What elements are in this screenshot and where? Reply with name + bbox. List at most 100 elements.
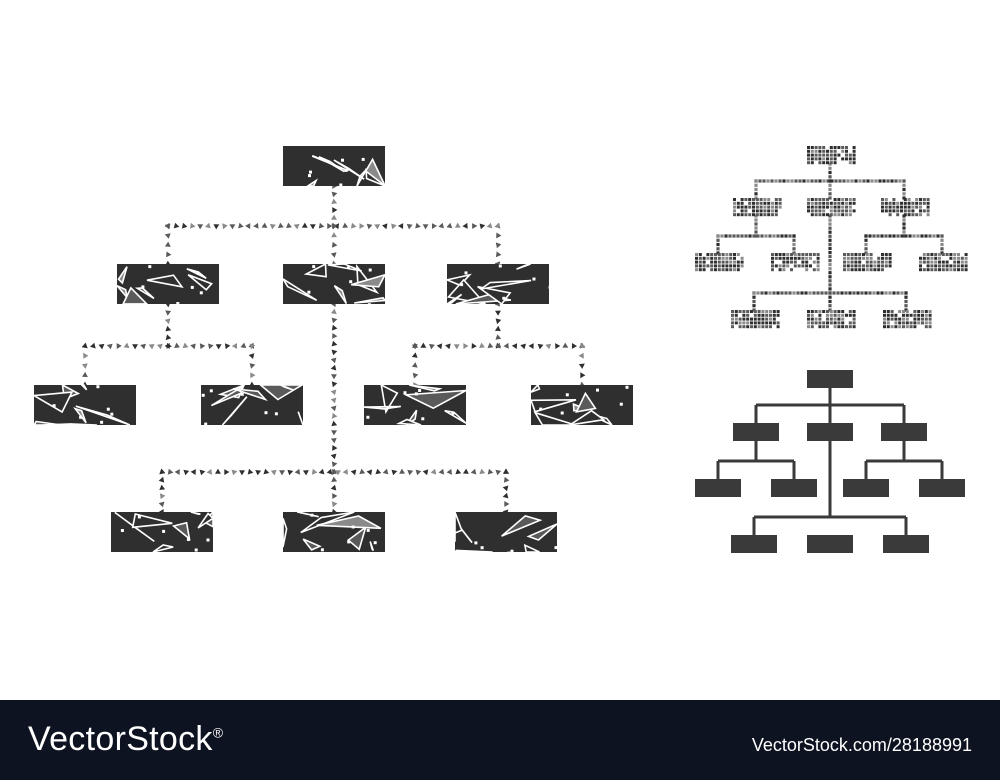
gap-speckle (310, 513, 314, 517)
mosaic-square (771, 253, 774, 256)
mosaic-square (748, 198, 752, 201)
mosaic-square (869, 268, 873, 272)
tree-node-box (731, 310, 780, 329)
mosaic-square (913, 321, 917, 325)
connector-fragment (330, 405, 337, 412)
connector-square (826, 179, 830, 183)
mosaic-square (829, 313, 833, 317)
connector-square (904, 299, 908, 304)
mosaic-square (837, 213, 841, 217)
mosaic-square (833, 313, 837, 317)
mosaic-square (774, 264, 778, 268)
triangle-fragment (327, 263, 362, 272)
mosaic-square (771, 256, 774, 260)
gap-speckle (264, 411, 268, 415)
connector-square (828, 287, 832, 291)
mosaic-square (776, 313, 780, 317)
connector-fragment (190, 469, 196, 475)
connector-square (812, 291, 816, 295)
triangle-fragment (516, 263, 531, 270)
connector-fragment (190, 222, 196, 229)
mosaic-square (807, 201, 810, 205)
mosaic-square (771, 264, 774, 268)
mosaic-square (890, 310, 894, 313)
connector-fragment (374, 224, 381, 230)
gap-speckle (308, 174, 311, 178)
mosaic-square (903, 209, 907, 213)
connector-fragment (429, 343, 435, 350)
connector-square (834, 179, 838, 183)
mosaic-square (888, 264, 892, 268)
mosaic-square (833, 149, 837, 153)
mosaic-square (845, 153, 848, 157)
mosaic-square (826, 157, 829, 161)
tree-node-box (771, 479, 817, 497)
mosaic-square (736, 253, 740, 256)
mosaic-square (852, 325, 856, 329)
connector-square (828, 187, 832, 192)
connector-square (808, 291, 812, 295)
mosaic-square (877, 256, 881, 260)
mosaic-square (807, 313, 810, 317)
connector-fragment (331, 214, 337, 220)
connector-square (754, 222, 758, 226)
connector-fragment (462, 222, 468, 229)
mosaic-square (917, 313, 921, 317)
connector-fragment (331, 198, 338, 205)
tree-node-box (807, 146, 856, 165)
mosaic-square (748, 201, 752, 205)
mosaic-square (816, 268, 820, 272)
tree-node-box (883, 535, 929, 553)
mosaic-square (765, 313, 769, 317)
mosaic-square (884, 264, 888, 268)
mosaic-square (767, 198, 771, 201)
mosaic-square (886, 325, 890, 329)
connector-fragment (83, 352, 89, 359)
mosaic-square (740, 213, 744, 217)
mosaic-square (731, 310, 734, 313)
mosaic-square (818, 317, 822, 321)
mosaic-square (919, 264, 922, 268)
mosaic-square (881, 198, 884, 201)
mosaic-square (733, 213, 736, 217)
triangle-fragment (79, 384, 88, 391)
mosaic-square (846, 260, 850, 264)
connector-fragment (502, 492, 509, 499)
connector-fragment (199, 343, 206, 350)
mosaic-square (926, 260, 930, 264)
mosaic-square (725, 264, 729, 268)
mosaic-square (845, 213, 848, 217)
mosaic-square (746, 317, 750, 321)
mosaic-square (752, 213, 755, 217)
connector-fragment (156, 343, 163, 350)
connector-fragment (164, 241, 171, 247)
connector-fragment (350, 222, 357, 229)
gap-speckle (403, 391, 407, 395)
connector-square (854, 179, 858, 183)
mosaic-square (905, 317, 909, 321)
connector-square (804, 291, 808, 295)
tree-node-box (881, 423, 927, 441)
connector-square (846, 179, 850, 183)
connector-fragment (174, 469, 180, 475)
mosaic-square (909, 313, 913, 317)
connector-fragment (213, 224, 220, 230)
connector-fragment (520, 343, 526, 350)
mosaic-square (744, 213, 748, 217)
mosaic-square (945, 268, 949, 272)
mosaic-square (883, 310, 886, 313)
connector-fragment (375, 468, 382, 475)
mosaic-square (926, 253, 930, 256)
connector-square (748, 234, 752, 238)
connector-fragment (479, 342, 485, 349)
connector-square (870, 179, 874, 183)
mosaic-square (814, 201, 818, 205)
mosaic-square (731, 317, 734, 321)
gap-speckle (137, 515, 141, 519)
mosaic-square (837, 201, 841, 205)
square-mosaic-hierarchy-icon (695, 146, 968, 329)
triangle-fragment (282, 517, 288, 548)
mosaic-square (964, 260, 968, 264)
mosaic-square (894, 317, 898, 321)
mosaic-square (926, 201, 930, 205)
